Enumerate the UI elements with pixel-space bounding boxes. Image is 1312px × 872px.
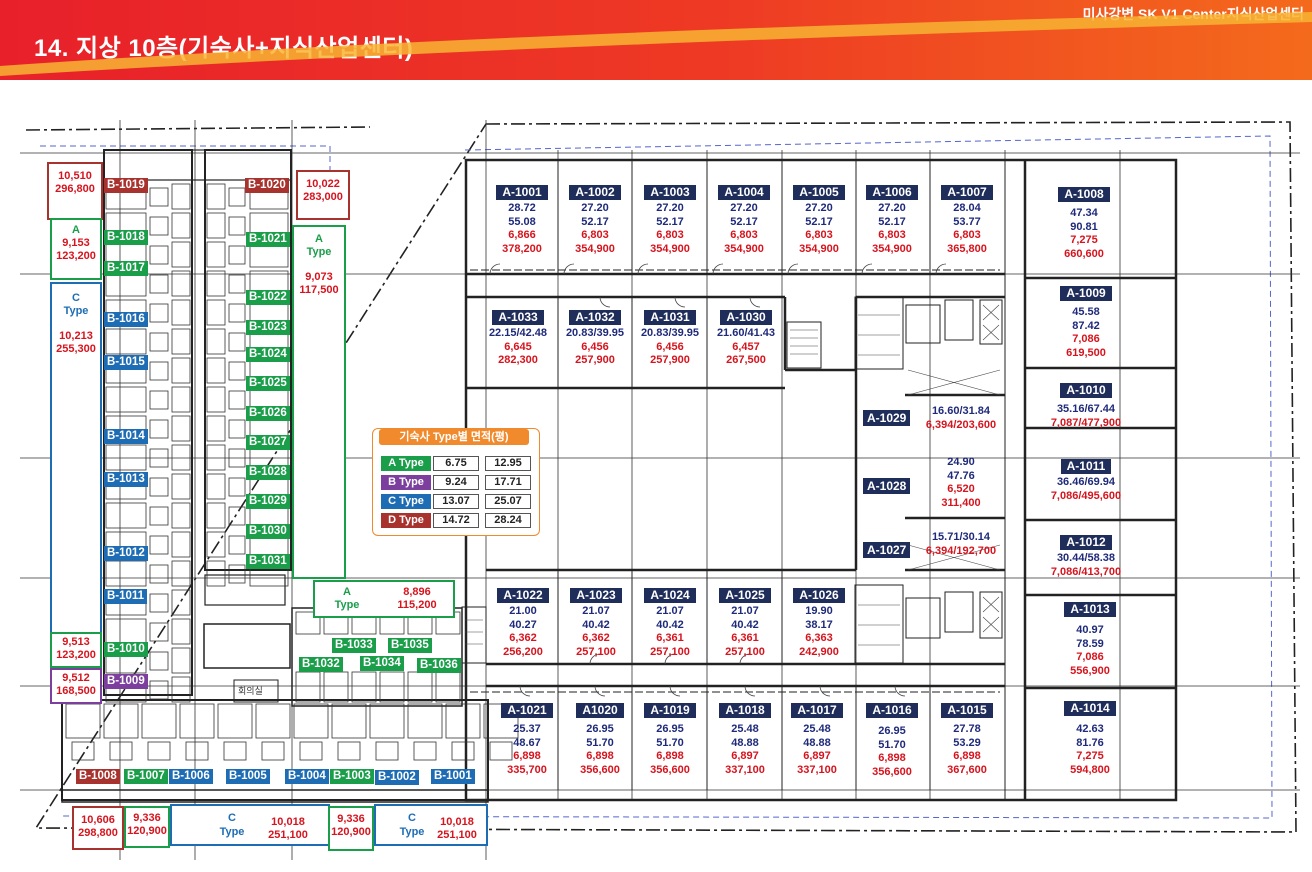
dorm-unit-label: B-1014 [104,429,148,444]
dorm-unit-label: B-1001 [431,769,475,784]
dorm-unit-label: B-1033 [332,638,376,653]
dorm-unit-label: B-1025 [246,376,290,391]
dorm-unit-label: B-1020 [245,178,289,193]
dorm-unit-label: B-1034 [360,656,404,671]
dorm-unit-label: B-1024 [246,347,290,362]
dorm-unit-label: B-1007 [124,769,168,784]
dormitory-type-legend: 기숙사 Type별 면적(평) A Type 6.75 12.95 B Type… [372,428,540,536]
dorm-unit-label: B-1030 [246,524,290,539]
dorm-unit-label: B-1023 [246,320,290,335]
dorm-unit-label: B-1002 [375,770,419,785]
dorm-unit-label: B-1011 [104,589,148,604]
unit-a1029-label: A-1029 [863,410,911,426]
dorm-unit-label: B-1012 [104,546,148,561]
dorm-unit-label: B-1006 [169,769,213,784]
dorm-unit-label: B-1018 [104,230,148,245]
dorm-unit-label: B-1009 [104,674,148,689]
dorm-unit-label: B-1028 [246,465,290,480]
dorm-unit-label: B-1036 [417,658,461,673]
dorm-unit-label: B-1005 [226,769,270,784]
dorm-unit-label: B-1019 [104,178,148,193]
dorm-unit-label: B-1032 [299,657,343,672]
unit-a1028-label: A-1028 [863,478,911,494]
dorm-unit-label: B-1026 [246,406,290,421]
legend-title: 기숙사 Type별 면적(평) [379,429,529,445]
meeting-room-label: 회의실 [238,686,263,696]
dorm-unit-label: B-1022 [246,290,290,305]
dorm-unit-label: B-1031 [246,554,290,569]
dorm-unit-label: B-1013 [104,472,148,487]
dorm-unit-label: B-1008 [76,769,120,784]
dorm-unit-label: B-1003 [330,769,374,784]
dorm-unit-label: B-1021 [246,232,290,247]
dorm-unit-label: B-1027 [246,435,290,450]
dorm-unit-label: B-1015 [104,355,148,370]
dorm-unit-label: B-1010 [104,642,148,657]
dorm-unit-label: B-1016 [104,312,148,327]
unit-a1027-label: A-1027 [863,542,911,558]
dorm-unit-label: B-1004 [285,769,329,784]
dorm-unit-label: B-1029 [246,494,290,509]
dorm-unit-label: B-1035 [388,638,432,653]
dorm-unit-label: B-1017 [104,261,148,276]
